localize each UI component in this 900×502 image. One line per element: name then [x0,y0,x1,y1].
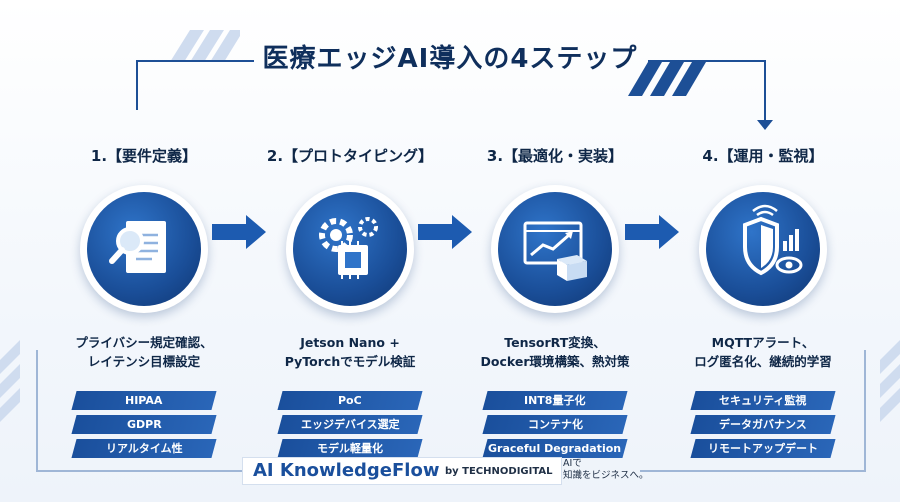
frame-line-bottom-left [36,470,242,472]
frame-line-bottom-right [640,470,866,472]
step-title: 4.【運用・監視】 [702,147,824,165]
step-title: 3.【最適化・実装】 [486,147,624,165]
step-operation: 4.【運用・監視】 MQTTアラート、 ログ匿名化、継続的学習 セキュリティ監視… [663,145,863,463]
step-tags: セキュリティ監視 データガバナンス リモートアップデート [663,391,863,458]
step-tags: PoC エッジデバイス選定 モデル軽量化 [250,391,450,458]
frame-line-bottom-right-vertical [864,350,866,472]
step-description-line: レイテンシ目標設定 [87,354,201,369]
arrow-right-icon [212,215,266,249]
tag-badge: PoC [277,391,423,410]
decorative-stripes-right [880,340,900,422]
step-tags: HIPAA GDPR リアルタイム性 [44,391,244,458]
step-requirements: 1.【要件定義】 プライバシー規定確認、 レイテンシ目標設定 HIPAA GDP… [44,145,244,463]
tag-badge: GDPR [71,415,217,434]
page-title: 医療エッジAI導入の4ステップ [262,44,638,74]
frame-line-top-left [136,60,254,62]
arrow-right-icon [625,215,679,249]
footer-brand-box: AI KnowledgeFlow by TECHNODIGITAL [242,457,562,485]
decorative-stripes-top-left [170,30,240,62]
decorative-stripes-left [0,340,20,422]
step-icon-circle [286,185,414,313]
tag-badge: データガバナンス [690,415,836,434]
step-description: TensorRT変換、 Docker環境構築、熱対策 [455,333,655,371]
step-icon-circle [699,185,827,313]
frame-arrow-down [757,120,773,130]
step-description-line: MQTTアラート、 [711,335,815,350]
document-search-icon [109,221,166,273]
step-description: Jetson Nano + PyTorchでモデル検証 [250,333,450,371]
shield-eye-icon [743,204,803,276]
brand-tagline-line: AIで [563,458,582,469]
tag-badge: リアルタイム性 [71,439,217,458]
step-description-line: プライバシー規定確認、 [75,335,213,350]
arrow-right-icon [418,215,472,249]
step-description-line: TensorRT変換、 [504,335,606,350]
step-tags: INT8量子化 コンテナ化 Graceful Degradation [455,391,655,458]
tag-badge: エッジデバイス選定 [277,415,423,434]
tag-badge: コンテナ化 [482,415,628,434]
frame-line-right-vertical [764,60,766,122]
step-title: 2.【プロトタイピング】 [266,147,434,165]
step-description-line: PyTorchでモデル検証 [284,354,416,369]
frame-line-left-vertical [136,60,138,110]
brand-tagline-line: 知識をビジネスへ。 [563,470,649,481]
step-description: プライバシー規定確認、 レイテンシ目標設定 [44,333,244,371]
step-description: MQTTアラート、 ログ匿名化、継続的学習 [663,333,863,371]
step-icon-circle [491,185,619,313]
frame-line-top-right [648,60,766,62]
tag-badge: リモートアップデート [690,439,836,458]
step-icon-circle [80,185,208,313]
tag-badge: INT8量子化 [482,391,628,410]
tag-badge: Graceful Degradation [482,439,628,458]
brand-company: by TECHNODIGITAL [445,466,553,477]
frame-line-bottom-left-vertical [36,350,38,472]
step-description-line: ログ匿名化、継続的学習 [694,354,832,369]
gear-chip-icon [319,217,378,279]
tag-badge: セキュリティ監視 [690,391,836,410]
step-prototyping: 2.【プロトタイピング】 Jetson Nano + PyTorchでモデル検証… [250,145,450,463]
step-description-line: Jetson Nano + [300,335,400,350]
brand-name: AI KnowledgeFlow [253,460,440,481]
tag-badge: HIPAA [71,391,217,410]
step-description-line: Docker環境構築、熱対策 [480,354,630,369]
step-optimization: 3.【最適化・実装】 TensorRT変換、 Docker環境構築、熱対策 IN… [455,145,655,463]
brand-tagline: AIで 知識をビジネスへ。 [563,458,649,482]
tag-badge: モデル軽量化 [277,439,423,458]
decorative-stripes-top-right [628,62,706,96]
chart-box-icon [523,221,587,281]
step-title: 1.【要件定義】 [90,147,198,165]
